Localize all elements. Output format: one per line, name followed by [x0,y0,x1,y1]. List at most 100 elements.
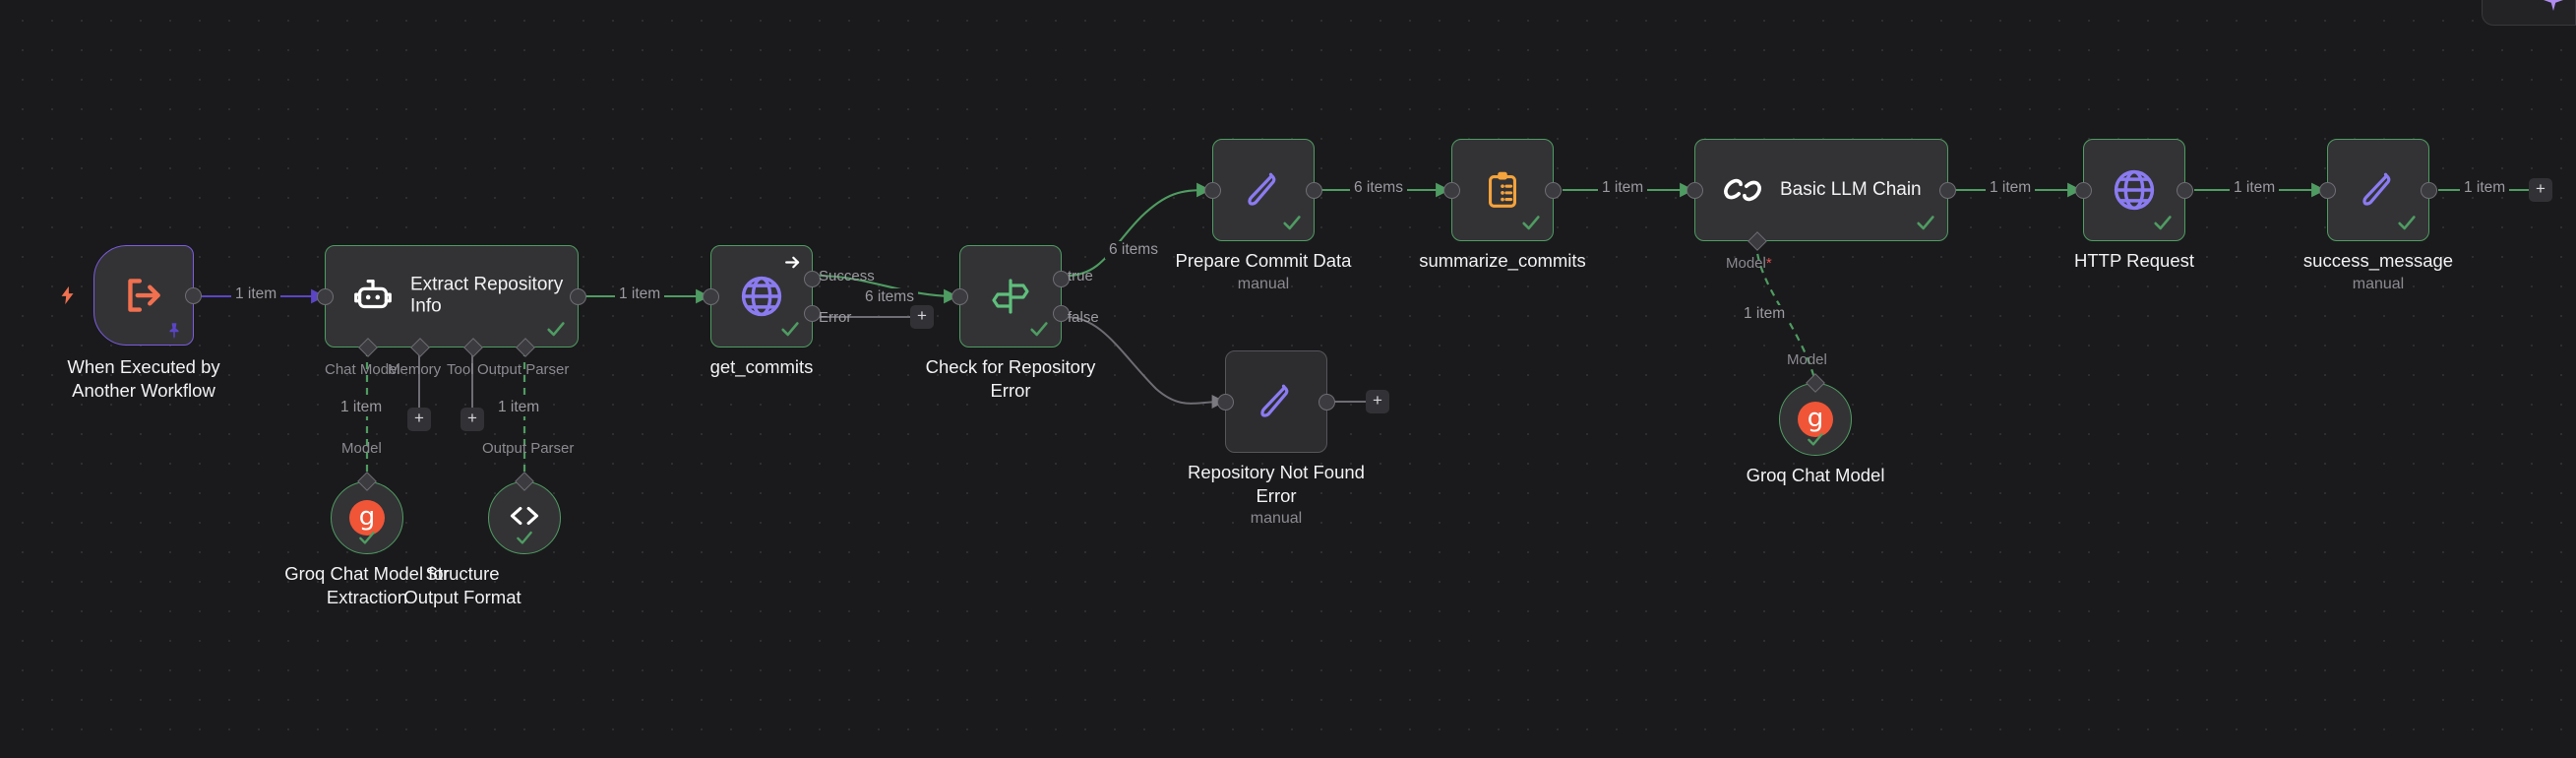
ai-assistant-panel[interactable] [2482,0,2576,26]
get-commits-box[interactable] [703,245,821,347]
add-memory-stub-button[interactable]: + [407,408,431,431]
edge-label-llm-to-groq: 1 item [1740,305,1790,323]
prepare-commit-data-box[interactable] [1204,139,1322,241]
node-extract-repository-info[interactable]: Extract Repository Info Chat Model Memor… [317,245,586,378]
port-label-structure-output-parser: Output Parser [482,440,575,457]
llm-chain-model-port[interactable] [1748,231,1767,251]
summarize-commits-box[interactable] [1443,139,1562,241]
repo-error-output-port[interactable] [1319,393,1335,411]
node-get-commits[interactable]: Success Error get_commits [703,245,875,377]
groq-extraction-model-port[interactable] [357,472,377,491]
pin-icon [165,321,183,339]
port-label-groq-chat-model: Model [1787,351,1827,368]
lightning-bolt-icon [57,283,79,308]
node-http-request[interactable]: HTTP Request [2074,139,2194,271]
prepare-output-port[interactable] [1306,181,1322,199]
node-title-success-message: success_message manual [2303,249,2453,294]
node-title-text: Repository Not Found Error [1188,462,1365,506]
extract-input-port[interactable] [317,287,334,305]
node-groq-chat-model[interactable]: g Groq Chat Model [1747,373,1884,485]
edit-fields-pen-icon [2351,162,2406,218]
http-output-port[interactable] [2177,181,2193,199]
http-request-box[interactable] [2075,139,2193,241]
globe-http-icon [734,269,789,324]
node-groq-chat-model-for-extraction[interactable]: g Groq Chat Model for Extraction [284,472,450,607]
summarize-output-port[interactable] [1545,181,1562,199]
node-basic-llm-chain[interactable]: Basic LLM Chain Model [1687,139,1956,272]
success-check-icon [1028,318,1050,340]
success-check-icon [515,528,534,547]
node-repository-not-found-error[interactable]: Repository Not Found Error manual [1188,350,1365,527]
groq-chat-model-circle[interactable]: g [1779,373,1852,456]
port-memory[interactable] [410,338,430,357]
port-tool[interactable] [463,338,483,357]
success-check-icon [779,318,801,340]
groq-chat-model-port[interactable] [1806,373,1825,393]
basic-llm-chain-box[interactable]: Basic LLM Chain [1687,139,1956,251]
success-message-output-port[interactable] [2421,181,2437,199]
success-message-input-port[interactable] [2319,181,2336,199]
check-false-port[interactable] [1053,304,1070,322]
add-after-success-stub-button[interactable]: + [2529,178,2552,202]
repository-not-found-error-box[interactable] [1217,350,1335,453]
extract-output-port[interactable] [570,287,586,305]
edge-label-extract-to-groq: 1 item [337,399,387,416]
node-title-get-commits: get_commits [709,356,814,377]
success-check-icon [1806,429,1825,449]
trigger-output-port[interactable] [185,286,202,304]
node-title-repository-not-found-error: Repository Not Found Error manual [1178,461,1375,530]
node-summarize-commits[interactable]: summarize_commits [1419,139,1586,271]
node-prepare-commit-data[interactable]: Prepare Commit Data manual [1176,139,1351,292]
success-check-icon [1520,212,1542,233]
success-check-icon [545,318,567,340]
success-message-box[interactable] [2319,139,2437,241]
success-check-icon [1915,212,1936,233]
output-label-true: true [1068,268,1093,284]
llm-chain-input-port[interactable] [1687,181,1703,199]
port-chat-model[interactable] [358,338,378,357]
check-input-port[interactable] [951,287,968,305]
structure-output-parser-port[interactable] [515,472,534,491]
node-subtitle: manual [1237,275,1290,292]
get-commits-error-port[interactable] [804,304,821,322]
get-commits-input-port[interactable] [703,287,719,305]
success-check-icon [1281,212,1303,233]
node-success-message[interactable]: success_message manual [2303,139,2453,292]
summarize-input-port[interactable] [1443,181,1460,199]
node-when-executed-by-another-workflow[interactable]: When Executed by Another Workflow [61,245,220,401]
node-title-check-for-repository-error: Check for Repository Error [925,356,1096,401]
edge-label-extract-to-parser: 1 item [494,399,544,416]
globe-http-icon [2107,162,2162,218]
add-error-branch-stub-button[interactable]: + [910,305,934,329]
edge-label-http-to-success: 1 item [2230,179,2280,197]
port-label-memory: Memory [388,361,442,378]
http-input-port[interactable] [2075,181,2092,199]
extract-repository-info-box[interactable]: Extract Repository Info [317,245,586,357]
trigger-node-box[interactable] [61,245,202,346]
port-output-parser[interactable] [516,338,535,357]
edge-label-success-to-stub: 1 item [2460,179,2510,197]
groq-extraction-circle[interactable]: g [331,472,403,554]
output-label-success: Success [819,268,875,284]
success-check-icon [357,528,377,547]
add-after-repo-error-stub-button[interactable]: + [1366,390,1389,413]
check-true-port[interactable] [1053,271,1070,288]
llm-chain-output-port[interactable] [1939,181,1956,199]
node-structure-output-format[interactable]: Structure Output Format [403,472,561,607]
node-check-for-repository-error[interactable]: true false Check for Repository Error [926,245,1099,401]
edge-label-prepare-to-summarize: 6 items [1350,179,1407,197]
node-title-basic-llm-chain: Basic LLM Chain [1780,178,1922,200]
success-check-icon [2152,212,2174,233]
edit-fields-pen-icon [1236,162,1291,218]
node-title-text: success_message [2302,250,2454,271]
node-subtitle: manual [1250,510,1303,528]
add-tool-stub-button[interactable]: + [460,408,484,431]
structure-output-format-circle[interactable] [488,472,561,554]
node-title-summarize-commits: summarize_commits [1419,250,1586,271]
repo-error-input-port[interactable] [1217,393,1234,411]
prepare-input-port[interactable] [1204,181,1221,199]
check-repository-error-box[interactable] [951,245,1070,347]
edge-label-check-true-to-prepare: 6 items [1105,241,1162,259]
sparkle-ai-icon[interactable] [2542,0,2565,17]
